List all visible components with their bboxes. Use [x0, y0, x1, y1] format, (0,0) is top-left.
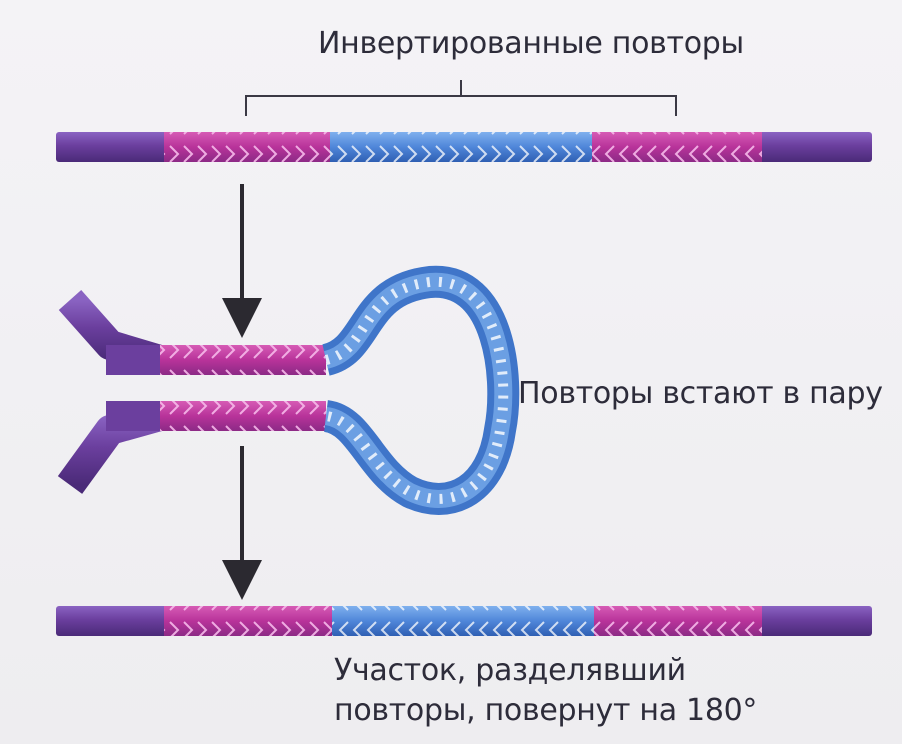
dna-strand-bottom	[56, 606, 872, 636]
repeats-pair-label: Повторы встают в пару	[518, 376, 883, 412]
repeats-bracket	[246, 80, 676, 116]
repeat-right-chevrons	[592, 132, 762, 162]
middle-chevrons-inverted	[332, 606, 594, 636]
result-caption: Участок, разделявший повторы, повернут н…	[334, 651, 757, 731]
inverted-repeats-label: Инвертированные повторы	[318, 26, 744, 62]
repeat-left-chevrons	[164, 132, 330, 162]
dna-loop	[70, 282, 503, 499]
result-caption-line-1: Участок, разделявший	[334, 651, 757, 691]
result-caption-line-2: повторы, повернут на 180°	[334, 691, 757, 731]
dna-strand-top	[56, 132, 872, 162]
middle-chevrons	[330, 132, 592, 162]
